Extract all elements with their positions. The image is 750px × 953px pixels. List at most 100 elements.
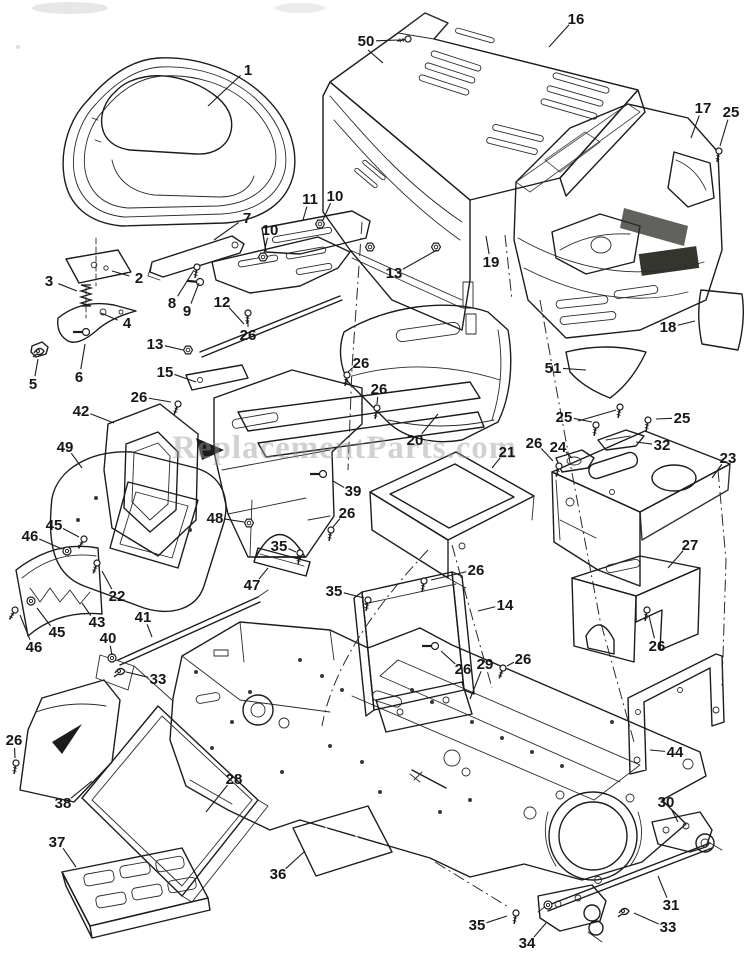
callout-33: 33 xyxy=(150,671,167,688)
callout-leader-49 xyxy=(70,452,83,469)
clip-icon xyxy=(113,667,126,678)
callout-27: 27 xyxy=(682,537,699,554)
screw-icon xyxy=(397,35,412,43)
nut-icon xyxy=(257,252,269,262)
callout-18: 18 xyxy=(660,319,677,336)
part-clip-5 xyxy=(30,341,49,358)
callout-29: 29 xyxy=(477,656,494,673)
watermark-text: ReplacementParts.com xyxy=(172,430,517,466)
screw-icon xyxy=(592,421,600,436)
callout-leader-4 xyxy=(100,312,118,321)
callout-leader-15 xyxy=(174,373,197,383)
callout-leader-34 xyxy=(533,922,547,938)
callout-2: 2 xyxy=(135,270,143,287)
bolt-icon xyxy=(310,469,328,479)
callout-leader-25 xyxy=(719,119,729,147)
callout-leader-2 xyxy=(111,270,130,277)
callout-20: 20 xyxy=(407,432,424,449)
callout-leader-48 xyxy=(224,518,245,523)
callout-leader-21 xyxy=(491,457,501,469)
callout-21: 21 xyxy=(499,444,516,461)
callout-leader-45 xyxy=(36,607,52,627)
nut-icon xyxy=(364,242,376,252)
callout-5: 5 xyxy=(29,376,37,393)
part-latch-plate xyxy=(65,237,132,319)
screw-icon xyxy=(12,759,20,774)
callout-30: 30 xyxy=(658,794,675,811)
callout-leader-27 xyxy=(667,550,684,569)
screw-icon xyxy=(8,606,19,620)
nut-icon xyxy=(243,518,255,528)
callout-16: 16 xyxy=(568,11,585,28)
washer-icon xyxy=(62,546,72,556)
part-seat-bracket-plate xyxy=(211,210,371,294)
callout-39: 39 xyxy=(345,483,362,500)
callout-leader-32 xyxy=(635,441,653,445)
callout-13: 13 xyxy=(386,265,403,282)
callout-leader-26 xyxy=(430,571,467,581)
callout-41: 41 xyxy=(135,609,152,626)
callout-leader-40 xyxy=(109,645,113,656)
part-bracket-43 xyxy=(15,545,103,637)
callout-36: 36 xyxy=(270,866,287,883)
part-hood xyxy=(322,12,646,335)
callout-leader-extra xyxy=(577,409,617,422)
part-fender-20 xyxy=(339,304,512,443)
screw-icon xyxy=(193,263,201,278)
callout-1: 1 xyxy=(244,62,252,79)
part-footrest-28 xyxy=(81,705,269,903)
fasteners-layer xyxy=(8,35,723,924)
callout-leader-41 xyxy=(146,624,153,638)
screw-icon xyxy=(498,664,507,679)
callout-26: 26 xyxy=(353,355,370,372)
callout-leader-31 xyxy=(657,875,668,898)
part-bracket-30 xyxy=(651,811,715,853)
washer-icon xyxy=(107,653,117,663)
callout-leader-30 xyxy=(670,808,679,823)
part-bracket-34 xyxy=(537,884,607,943)
callout-26: 26 xyxy=(339,505,356,522)
callout-51: 51 xyxy=(545,360,562,377)
screw-icon xyxy=(296,549,304,564)
callout-35: 35 xyxy=(271,538,288,555)
part-seat-bracket-front xyxy=(147,235,245,281)
callout-26: 26 xyxy=(649,638,666,655)
callout-leader-13 xyxy=(402,249,438,270)
washer-icon xyxy=(26,596,36,606)
callout-33: 33 xyxy=(660,919,677,936)
callout-leader-50 xyxy=(375,39,401,42)
callout-6: 6 xyxy=(75,369,83,386)
callout-leader-20 xyxy=(421,413,439,435)
nut-icon xyxy=(430,242,442,252)
part-bracket-38 xyxy=(19,654,173,803)
callout-17: 17 xyxy=(695,100,712,117)
part-bracket-15 xyxy=(185,364,249,391)
callout-35: 35 xyxy=(326,583,343,600)
callout-42: 42 xyxy=(73,403,90,420)
callout-40: 40 xyxy=(100,630,117,647)
callout-leader-47 xyxy=(258,567,269,580)
part-rod-41 xyxy=(117,589,269,666)
callout-leader-12 xyxy=(228,307,245,325)
part-strap-47 xyxy=(253,547,311,577)
callout-50: 50 xyxy=(358,33,375,50)
callout-leader-36 xyxy=(285,850,306,870)
callout-43: 43 xyxy=(89,614,106,631)
callout-26: 26 xyxy=(240,327,257,344)
callout-leader-35 xyxy=(343,592,365,599)
screw-icon xyxy=(373,404,381,419)
callout-leader-7 xyxy=(213,221,239,241)
callout-leader-9 xyxy=(190,282,200,304)
callout-leader-22 xyxy=(101,570,113,590)
callout-46: 46 xyxy=(26,639,43,656)
callout-25: 25 xyxy=(556,409,573,426)
callout-19: 19 xyxy=(483,254,500,271)
callout-leader-38 xyxy=(70,780,93,799)
callout-leader-5 xyxy=(34,358,39,377)
callout-9: 9 xyxy=(183,303,191,320)
callout-45: 45 xyxy=(49,624,66,641)
callout-12: 12 xyxy=(214,294,231,311)
callout-leader-33 xyxy=(633,912,659,925)
